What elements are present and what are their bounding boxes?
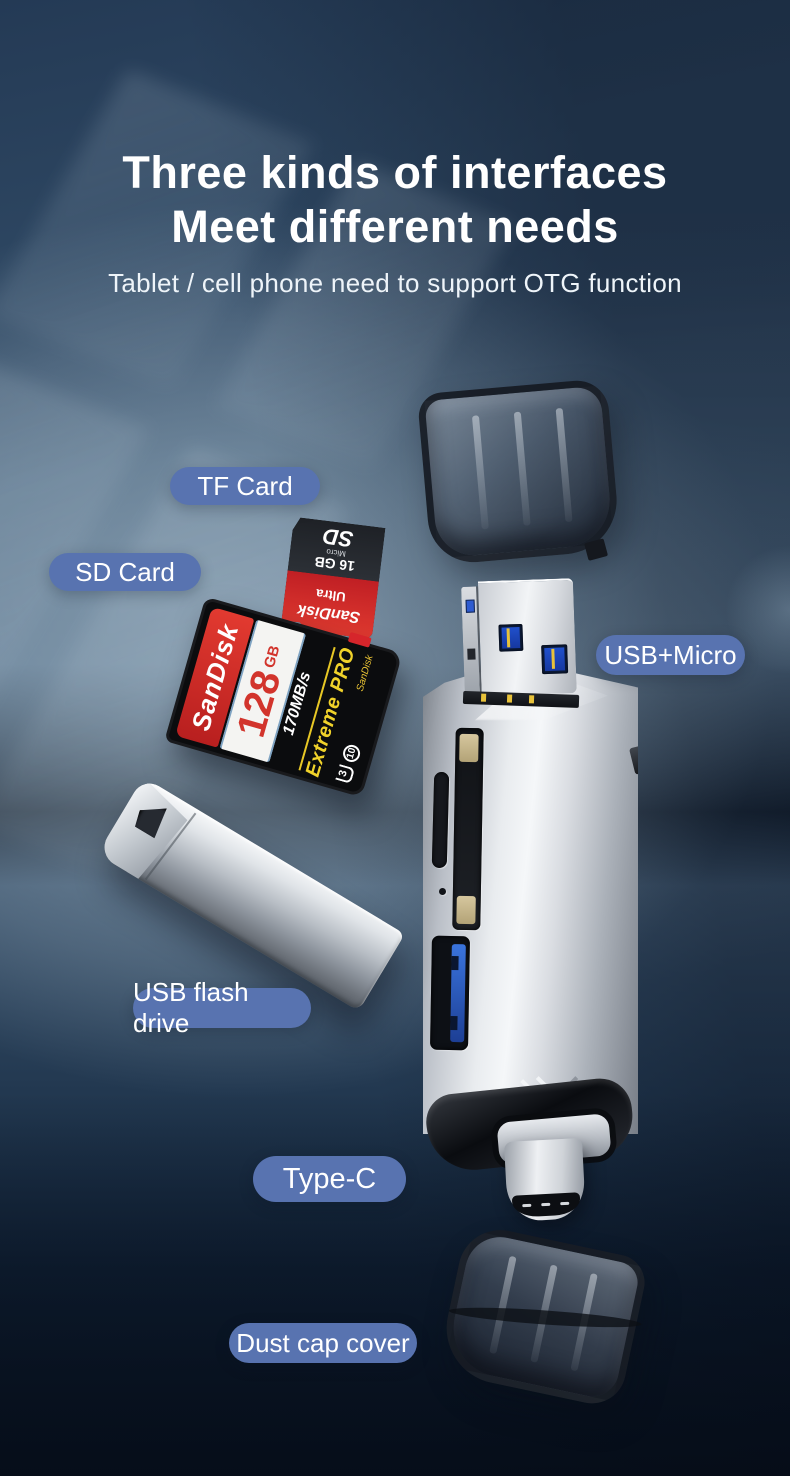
usb-pin: [506, 628, 511, 648]
contact-pin: [528, 695, 535, 704]
slot-spring: [459, 733, 479, 763]
type-c-contact: [522, 1203, 532, 1208]
micro-sd-logo: Micro SD: [321, 523, 355, 559]
top-dust-cap: [416, 378, 622, 566]
micro-sd-brand: SanDisk: [296, 600, 362, 626]
title-line-2: Meet different needs: [171, 201, 619, 252]
title-line-1: Three kinds of interfaces: [122, 147, 668, 198]
sd-card-capacity-unit: GB: [260, 643, 284, 670]
contact-pin: [480, 693, 487, 702]
usb-port-slot: [450, 1016, 458, 1031]
usb-pin-window: [541, 644, 569, 675]
card-reader-body: [423, 664, 638, 1134]
callout-dust-cap-cover: Dust cap cover: [229, 1323, 417, 1363]
usb-micro-connector: [461, 578, 580, 708]
usb-a-female-port: [430, 935, 470, 1051]
cap-rib: [555, 407, 573, 522]
sd-card-slot: [452, 727, 484, 931]
cap-rib: [489, 1255, 517, 1355]
micro-sd-capacity-area: 16 GB Micro SD: [288, 517, 386, 582]
callout-tf-card: TF Card: [170, 467, 320, 505]
usb-pin-window: [498, 623, 524, 652]
usb-port-slot: [451, 956, 459, 971]
page-subtitle: Tablet / cell phone need to support OTG …: [108, 268, 682, 298]
type-c-connector: [503, 1138, 587, 1222]
cap-rib: [513, 411, 531, 526]
micro-usb-window: [465, 599, 475, 613]
slot-spring: [456, 895, 476, 925]
class10-icon: 10: [340, 742, 362, 764]
usb-port-tongue: [450, 944, 466, 1043]
contact-pin: [506, 694, 513, 703]
callout-type-c: Type-C: [253, 1156, 406, 1202]
page-title: Three kinds of interfaces Meet different…: [0, 146, 790, 254]
micro-sd-card: SanDisk Ultra 16 GB Micro SD: [281, 517, 386, 639]
micro-usb-slot: [467, 648, 476, 660]
indicator-pinhole: [439, 888, 446, 895]
tf-card-slot: [431, 771, 450, 869]
callout-sd-card: SD Card: [49, 553, 201, 591]
usb-a-connector: [477, 578, 577, 697]
type-c-contact: [541, 1202, 551, 1207]
type-c-contact: [560, 1201, 570, 1206]
callout-usb-micro: USB+Micro: [596, 635, 745, 675]
cap-rib: [471, 415, 489, 530]
usb-pin-insert: [501, 626, 521, 649]
callout-usb-flash-drive: USB flash drive: [133, 977, 311, 1038]
u3-speed-icon: 3: [335, 764, 355, 784]
